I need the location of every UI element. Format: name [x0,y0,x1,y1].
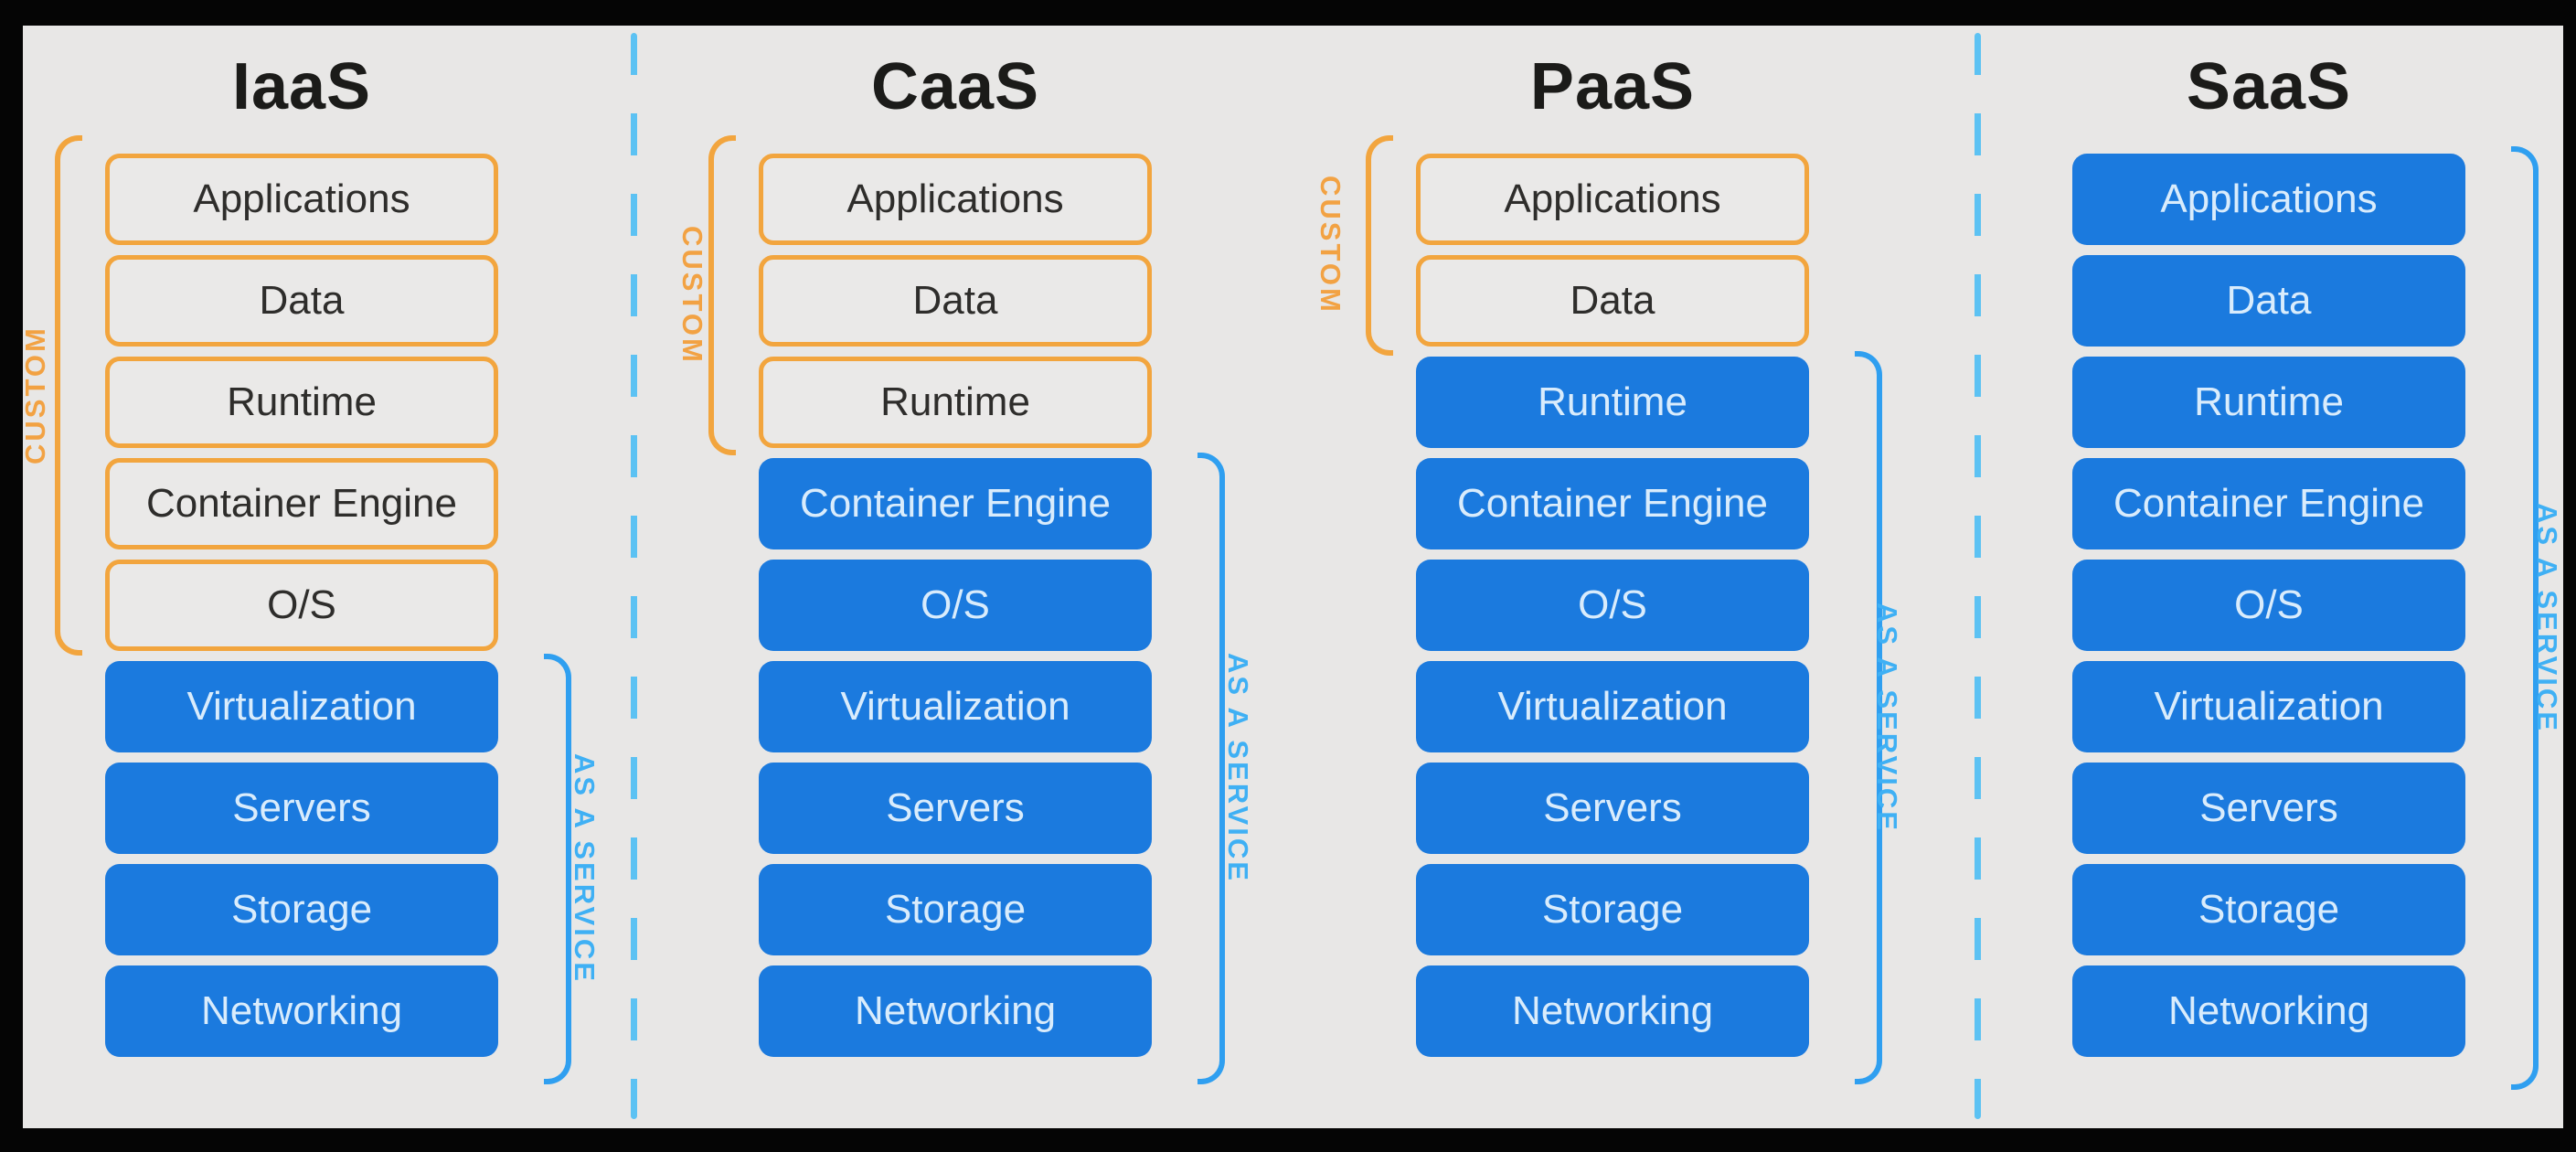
separator-iaas-caas [631,33,637,1119]
iaas-layer-runtime: Runtime [105,357,498,448]
iaas-layer-container-engine: Container Engine [105,458,498,549]
column-title-caas: CaaS [870,50,1040,123]
iaas-service-label: AS A SERVICE [569,753,601,984]
iaas-custom-bracket [55,135,82,656]
caas-layer-networking: Networking [759,965,1152,1057]
iaas-layer-servers: Servers [105,763,498,854]
caas-layer-runtime: Runtime [759,357,1152,448]
saas-service-bracket [2511,146,2539,1090]
paas-layer-container-engine: Container Engine [1416,458,1809,549]
caas-layer-applications: Applications [759,154,1152,245]
saas-layer-container-engine: Container Engine [2072,458,2465,549]
caas-layer-container-engine: Container Engine [759,458,1152,549]
iaas-layer-data: Data [105,255,498,347]
caas-layer-storage: Storage [759,864,1152,955]
iaas-layer-os: O/S [105,560,498,651]
saas-layer-runtime: Runtime [2072,357,2465,448]
saas-layer-applications: Applications [2072,154,2465,245]
paas-layer-storage: Storage [1416,864,1809,955]
paas-custom-bracket [1366,135,1393,356]
paas-layer-virtualization: Virtualization [1416,661,1809,752]
iaas-layer-applications: Applications [105,154,498,245]
iaas-layer-storage: Storage [105,864,498,955]
paas-layer-networking: Networking [1416,965,1809,1057]
caas-layer-data: Data [759,255,1152,347]
iaas-layer-networking: Networking [105,965,498,1057]
paas-service-bracket [1855,351,1882,1084]
column-title-paas: PaaS [1529,50,1696,123]
column-title-iaas: IaaS [231,50,372,123]
paas-layer-servers: Servers [1416,763,1809,854]
caas-service-label: AS A SERVICE [1222,653,1254,883]
saas-layer-data: Data [2072,255,2465,347]
paas-custom-label: CUSTOM [1315,176,1347,315]
saas-layer-os: O/S [2072,560,2465,651]
paas-layer-os: O/S [1416,560,1809,651]
paas-layer-runtime: Runtime [1416,357,1809,448]
saas-service-label: AS A SERVICE [2531,503,2563,733]
paas-service-label: AS A SERVICE [1871,603,1903,833]
iaas-custom-label: CUSTOM [19,325,51,464]
saas-layer-virtualization: Virtualization [2072,661,2465,752]
paas-layer-data: Data [1416,255,1809,347]
caas-custom-label: CUSTOM [676,226,708,365]
diagram-canvas: IaaS CUSTOM Applications Data Runtime Co… [19,26,2563,1128]
caas-layer-virtualization: Virtualization [759,661,1152,752]
separator-paas-saas [1975,33,1981,1119]
paas-layer-applications: Applications [1416,154,1809,245]
caas-layer-os: O/S [759,560,1152,651]
caas-service-bracket [1198,453,1225,1084]
saas-layer-networking: Networking [2072,965,2465,1057]
saas-layer-storage: Storage [2072,864,2465,955]
caas-layer-servers: Servers [759,763,1152,854]
column-title-saas: SaaS [2186,50,2352,123]
caas-custom-bracket [708,135,736,455]
iaas-layer-virtualization: Virtualization [105,661,498,752]
iaas-service-bracket [544,654,571,1084]
saas-layer-servers: Servers [2072,763,2465,854]
